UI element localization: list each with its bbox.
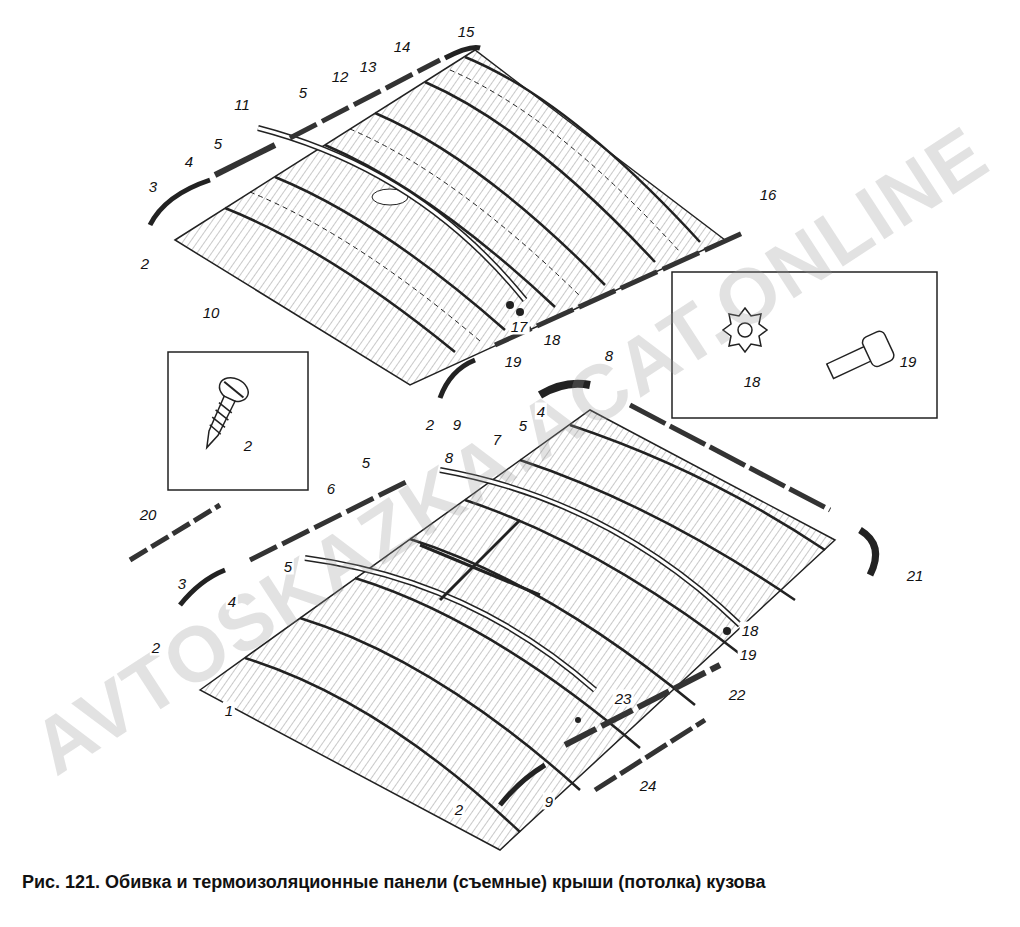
callout-number: 11 bbox=[232, 96, 252, 113]
callout-number: 16 bbox=[758, 186, 779, 203]
callout-number: 12 bbox=[330, 68, 351, 85]
callout-number: 13 bbox=[358, 58, 379, 75]
callout-number: 20 bbox=[138, 506, 159, 523]
callout-number: 22 bbox=[727, 686, 748, 703]
callout-number: 18 bbox=[542, 331, 563, 348]
callout-number: 2 bbox=[453, 801, 465, 818]
callout-number: 2 bbox=[139, 255, 151, 272]
callout-number: 8 bbox=[443, 449, 455, 466]
callout-number: 5 bbox=[282, 558, 294, 575]
callout-number: 2 bbox=[242, 437, 254, 454]
callout-number: 2 bbox=[150, 639, 162, 656]
callout-number: 23 bbox=[613, 690, 634, 707]
callout-number: 4 bbox=[226, 593, 238, 610]
callout-number: 15 bbox=[456, 23, 477, 40]
callout-number: 3 bbox=[176, 575, 188, 592]
callout-number: 18 bbox=[742, 373, 763, 390]
figure-caption: Рис. 121. Обивка и термоизоляционные пан… bbox=[22, 872, 765, 893]
callout-number: 19 bbox=[503, 353, 524, 370]
callout-number: 3 bbox=[147, 178, 159, 195]
callout-number: 2 bbox=[424, 416, 436, 433]
callout-number: 10 bbox=[201, 304, 222, 321]
callout-number: 9 bbox=[451, 416, 463, 433]
callout-number: 4 bbox=[183, 153, 195, 170]
callout-number: 5 bbox=[360, 454, 372, 471]
callout-number: 6 bbox=[325, 480, 337, 497]
callout-number: 4 bbox=[535, 403, 547, 420]
callout-number: 24 bbox=[638, 777, 659, 794]
callout-number: 18 bbox=[740, 622, 761, 639]
callout-number: 19 bbox=[898, 353, 919, 370]
callout-number: 5 bbox=[297, 84, 309, 101]
callout-number: 5 bbox=[212, 135, 224, 152]
callout-number: 1 bbox=[223, 702, 235, 719]
callout-number: 8 bbox=[603, 347, 615, 364]
callout-number: 17 bbox=[509, 318, 530, 335]
callout-number: 19 bbox=[738, 646, 759, 663]
callout-number: 14 bbox=[392, 38, 413, 55]
callout-number: 21 bbox=[905, 567, 926, 584]
callout-number: 9 bbox=[543, 793, 555, 810]
callout-number: 7 bbox=[491, 431, 503, 448]
callout-number: 5 bbox=[517, 417, 529, 434]
